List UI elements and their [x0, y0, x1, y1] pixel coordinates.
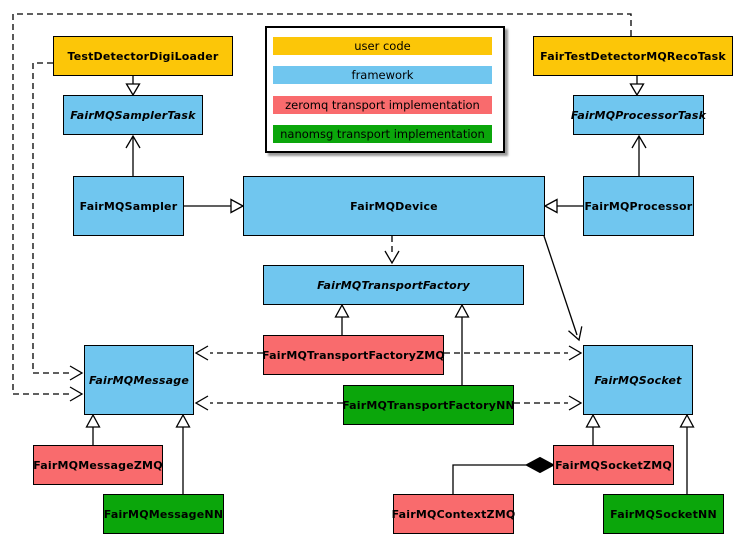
node-fairmq-processor: FairMQProcessor	[583, 176, 694, 236]
edge-messagenn-message	[175, 413, 191, 494]
edge-processor-processortask	[631, 134, 647, 176]
edge-device-socket	[543, 235, 583, 342]
node-fair-test-detector-mq-reco-task: FairTestDetectorMQRecoTask	[533, 36, 733, 76]
node-fairmq-socket-zmq: FairMQSocketZMQ	[553, 445, 674, 485]
edge-factorynn-socket	[514, 395, 583, 411]
edge-recotask-processortask	[629, 75, 645, 97]
edge-digiloader-message	[32, 62, 84, 381]
edge-recotask-message	[12, 13, 632, 402]
edge-messagezmq-message	[85, 413, 101, 445]
legend-label-nanomsg: nanomsg transport implementation	[280, 127, 485, 141]
edge-factoryzmq-socket	[444, 345, 583, 361]
node-fairmq-sampler: FairMQSampler	[73, 176, 184, 236]
edge-processor-device	[543, 198, 583, 214]
legend-label-framework: framework	[351, 68, 414, 82]
edge-sampler-device	[184, 198, 245, 214]
legend-item-user-code: user code	[273, 37, 492, 55]
legend-item-framework: framework	[273, 66, 492, 84]
edge-socketzmq-socket	[585, 413, 601, 445]
legend-item-nanomsg: nanomsg transport implementation	[273, 125, 492, 143]
node-fairmq-message: FairMQMessage	[84, 345, 194, 415]
edge-factoryzmq-message	[194, 345, 263, 361]
node-fairmq-processor-task: FairMQProcessorTask	[571, 95, 706, 135]
legend-label-zeromq: zeromq transport implementation	[285, 98, 480, 112]
legend-item-zeromq: zeromq transport implementation	[273, 96, 492, 114]
node-fairmq-message-zmq: FairMQMessageZMQ	[33, 445, 163, 485]
edge-factoryzmq-factory	[334, 303, 350, 335]
node-fairmq-transport-factory-nn: FairMQTransportFactoryNN	[342, 385, 515, 425]
edge-digiloader-samplertask	[125, 76, 141, 97]
node-fairmq-sampler-task: FairMQSamplerTask	[63, 95, 203, 135]
legend-box: user code framework zeromq transport imp…	[265, 26, 505, 153]
node-fairmq-transport-factory: FairMQTransportFactory	[263, 265, 524, 305]
edge-factorynn-factory	[454, 303, 470, 385]
node-test-detector-digi-loader: TestDetectorDigiLoader	[53, 36, 233, 76]
node-fairmq-socket: FairMQSocket	[583, 345, 693, 415]
node-fairmq-socket-nn: FairMQSocketNN	[603, 494, 724, 534]
edge-socketnn-socket	[679, 413, 695, 494]
edge-factorynn-message	[194, 395, 343, 411]
legend-label-user-code: user code	[354, 39, 411, 53]
edge-contextzmq-socketzmq	[452, 456, 556, 494]
node-fairmq-device: FairMQDevice	[243, 176, 545, 236]
edge-sampler-samplertask	[125, 134, 141, 176]
edge-device-transportfactory	[384, 236, 400, 265]
node-fairmq-transport-factory-zmq: FairMQTransportFactoryZMQ	[262, 335, 445, 375]
node-fairmq-message-nn: FairMQMessageNN	[103, 494, 224, 534]
node-fairmq-context-zmq: FairMQContextZMQ	[392, 494, 515, 534]
